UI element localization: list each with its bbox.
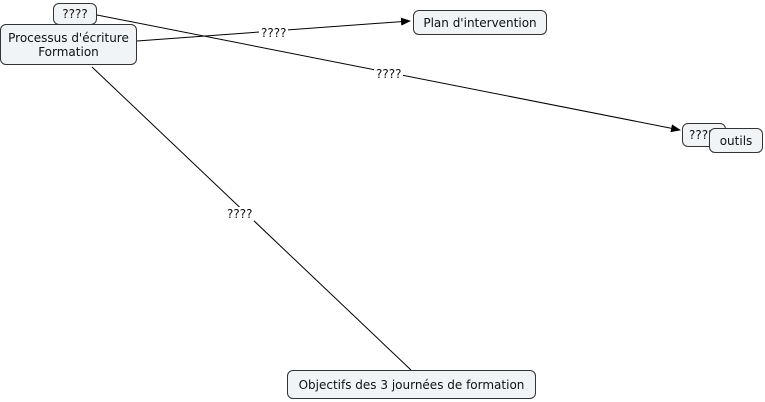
concept-node-outils[interactable]: outils (709, 128, 763, 153)
link-label-to-plan: ???? (259, 26, 289, 40)
processus-line-1: Processus d'écriture (8, 30, 129, 45)
concept-node-objectifs[interactable]: Objectifs des 3 journées de formation (287, 370, 536, 399)
concept-node-small-top[interactable]: ???? (53, 3, 97, 25)
link-label-to-objectifs: ???? (225, 207, 255, 221)
link-label-to-outils: ???? (374, 67, 404, 81)
concept-node-processus[interactable]: Processus d'écriture Formation (0, 24, 137, 65)
processus-line-2: Formation (38, 44, 99, 59)
concept-node-plan[interactable]: Plan d'intervention (413, 10, 547, 35)
